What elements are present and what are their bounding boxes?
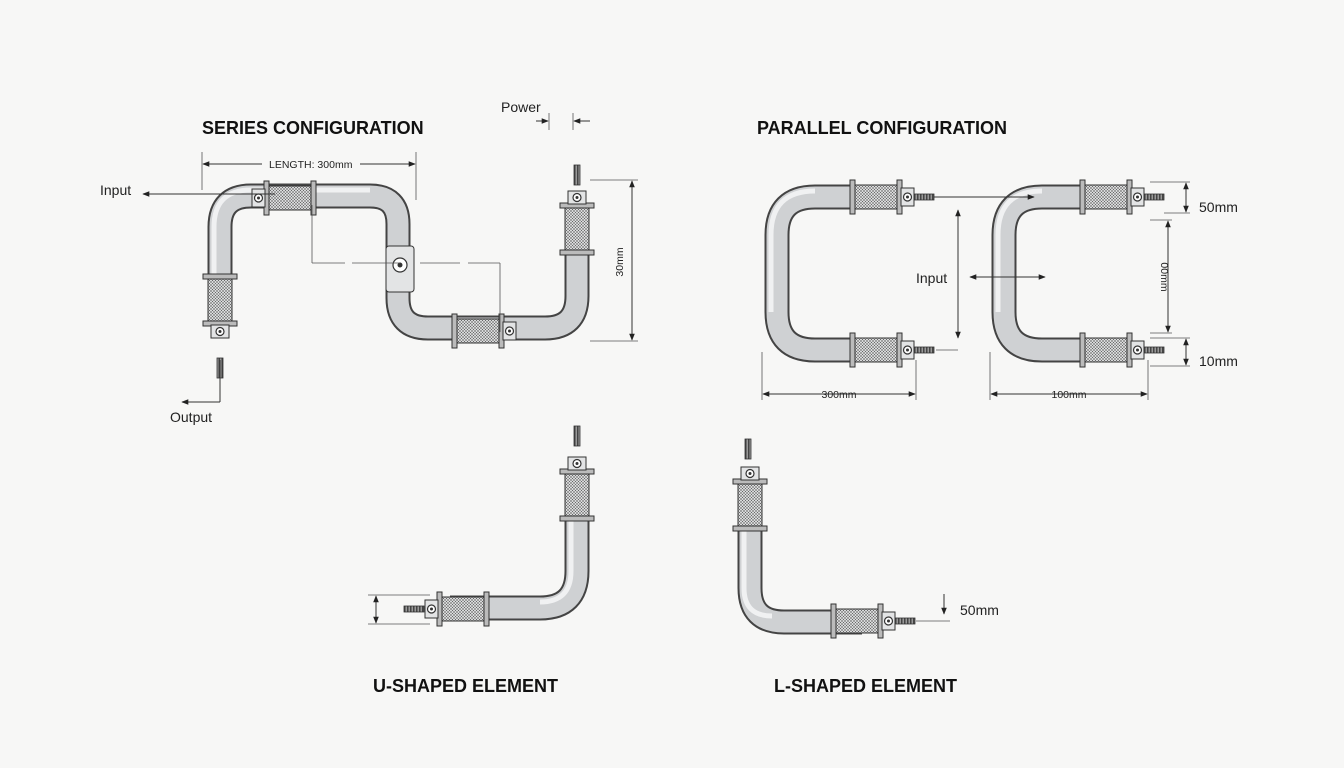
series-height-label: 30mm	[614, 247, 626, 276]
l-shaped-dim-label: 50mm	[960, 602, 999, 618]
series-length-label: LENGTH: 300mm	[269, 159, 353, 171]
parallel-left-pipe	[764, 179, 935, 368]
parallel-dimensions	[761, 181, 1190, 400]
series-title: SERIES CONFIGURATION	[202, 118, 424, 138]
parallel-title: PARALLEL CONFIGURATION	[757, 118, 1007, 138]
parallel-top-dim-label: 50mm	[1199, 199, 1238, 215]
series-power-label: Power	[501, 99, 541, 115]
parallel-right-pipe	[991, 179, 1165, 368]
parallel-width-left-label: 300mm	[821, 389, 856, 401]
l-shaped-title: L-SHAPED ELEMENT	[774, 676, 957, 696]
parallel-gap-dim-label: 00mm	[1158, 262, 1170, 291]
l-shaped-element	[732, 438, 916, 639]
u-shaped-dimensions	[368, 594, 430, 625]
l-shaped-dimensions	[916, 594, 950, 622]
parallel-width-right-label: 100mm	[1051, 389, 1086, 401]
series-input-label: Input	[100, 182, 131, 198]
parallel-bottom-dim-label: 10mm	[1199, 353, 1238, 369]
parallel-input-label: Input	[916, 270, 947, 286]
u-shaped-element	[403, 425, 595, 627]
u-shaped-title: U-SHAPED ELEMENT	[373, 676, 558, 696]
series-output-label: Output	[170, 409, 212, 425]
series-fittings	[202, 164, 595, 379]
series-dimensions: LENGTH: 300mm 30mm	[142, 113, 638, 405]
